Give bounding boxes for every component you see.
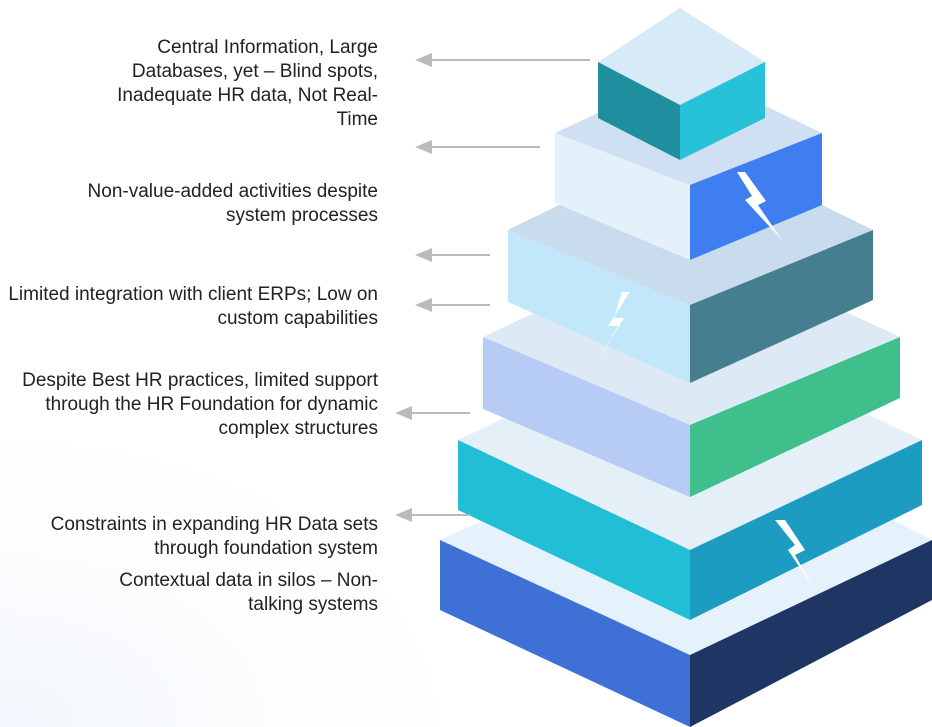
arrow-icon (395, 406, 470, 420)
label-expanding-data-sets: Constraints in expanding HR Data sets th… (50, 514, 378, 559)
tier-3-right (690, 230, 873, 383)
tier-top-top (598, 8, 765, 105)
lightning-bolt-icon (598, 292, 630, 360)
label-non-value-added: Non-value-added activities despite syste… (87, 181, 378, 226)
label-hr-practices: Despite Best HR practices, limited suppo… (22, 370, 378, 439)
tier-4-left (483, 337, 690, 497)
label-limited-integration: Limited integration with client ERPs; Lo… (8, 284, 378, 329)
lightning-bolt-icon (775, 520, 815, 590)
tier-base-left (440, 540, 690, 727)
tier-2-left (555, 133, 690, 260)
arrow-icon (415, 248, 490, 262)
tier-3-left (508, 230, 690, 383)
arrow-icon (415, 53, 590, 67)
tier-base-right (690, 540, 932, 727)
arrow-icon (415, 140, 540, 154)
arrow-icon (415, 298, 490, 312)
arrow-icon (395, 508, 470, 522)
arrows (395, 53, 590, 522)
tier-top-left (598, 62, 680, 160)
tier-5-left (458, 440, 690, 620)
tier-4-right (690, 337, 900, 497)
tier-top-right (680, 62, 765, 160)
tier-top (598, 8, 765, 160)
label-central-information: Central Information, Large Databases, ye… (117, 37, 378, 130)
lightning-bolt-icon (737, 172, 782, 240)
label-contextual-silos: Contextual data in silos – Non-talking s… (119, 570, 378, 615)
tier-5-right (690, 440, 922, 620)
